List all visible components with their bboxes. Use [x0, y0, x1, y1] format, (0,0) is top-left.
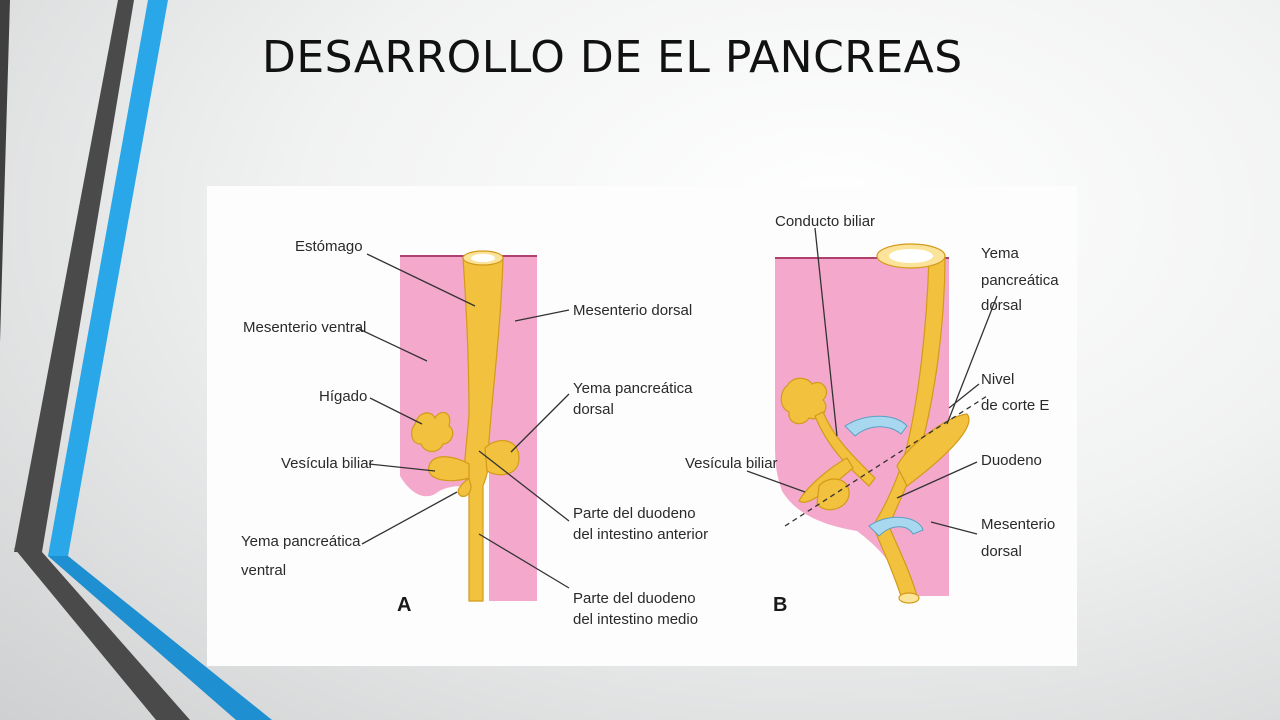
leader-vesicula-a: [368, 463, 436, 472]
dorsal-bud-b: [896, 413, 970, 487]
gallbladder-a: [428, 456, 470, 482]
label-vesicula-biliar-a: Vesícula biliar: [281, 455, 374, 472]
pancreas-development-figure: Estómago Mesenterio ventral Hígado Vesíc…: [207, 186, 1077, 666]
dark-stripe-lower: [14, 548, 190, 720]
panel-letter-a: A: [397, 594, 411, 616]
ventral-bud-a: [457, 476, 472, 497]
rotation-arrow-upper: [844, 415, 908, 437]
label-yema-dorsal-a-2: dorsal: [573, 401, 614, 418]
leader-duodeno-anterior: [478, 450, 570, 522]
label-duodeno: Duodeno: [981, 452, 1042, 469]
label-nivel-2: de corte E: [981, 397, 1049, 414]
label-mesenterio-b-2: dorsal: [981, 543, 1022, 560]
leader-yema-ventral: [361, 491, 458, 545]
leader-mesenterio-dorsal-a: [514, 309, 570, 322]
anatomy-illustration: Estómago Mesenterio ventral Hígado Vesíc…: [241, 213, 1059, 628]
stomach-lumen-a: [471, 254, 495, 262]
stomach-tube-a: [462, 257, 504, 602]
stomach-lumen-b: [889, 249, 933, 263]
label-duodeno-anterior-2: del intestino anterior: [573, 526, 708, 543]
rotation-arrow-lower: [868, 516, 924, 537]
label-mesenterio-dorsal-a: Mesenterio dorsal: [573, 302, 692, 319]
panel-a: Estómago Mesenterio ventral Hígado Vesíc…: [241, 238, 708, 628]
duodenum-end-b: [898, 592, 920, 604]
dark-stripe-upper: [14, 0, 134, 552]
slide-title: DESARROLLO DE EL PANCREAS: [262, 32, 963, 83]
label-mesenterio-b-1: Mesenterio: [981, 516, 1055, 533]
leader-mesenterio-ventral: [356, 327, 428, 362]
label-estomago: Estómago: [295, 238, 363, 255]
dorsal-bud-a: [484, 440, 520, 476]
label-yema-b-3: dorsal: [981, 297, 1022, 314]
blue-stripe-upper: [48, 0, 168, 556]
label-duodeno-medio-1: Parte del duodeno: [573, 590, 696, 607]
leader-mesenterio-dorsal-b: [930, 521, 978, 535]
label-duodeno-anterior-1: Parte del duodeno: [573, 505, 696, 522]
label-yema-dorsal-a-1: Yema pancreática: [573, 380, 693, 397]
label-duodeno-medio-2: del intestino medio: [573, 611, 698, 628]
label-yema-ventral-2: ventral: [241, 562, 286, 579]
leader-duodeno-medio: [478, 533, 570, 589]
cut-level-line: [784, 395, 988, 527]
leader-nivel: [948, 383, 980, 409]
blue-stripe-lower: [48, 556, 272, 720]
leader-yema-dorsal-a: [510, 393, 570, 453]
dark-stripe: [0, 0, 10, 343]
label-mesenterio-ventral: Mesenterio ventral: [243, 319, 366, 336]
panel-b: Conducto biliar Yema pancreática dorsal …: [685, 213, 1059, 616]
leader-duodeno: [896, 461, 978, 499]
leader-vesicula-b: [746, 470, 806, 493]
leader-conducto-biliar: [814, 227, 838, 437]
label-yema-b-1: Yema: [981, 245, 1019, 262]
label-conducto-biliar: Conducto biliar: [775, 213, 875, 230]
label-higado: Hígado: [319, 388, 367, 405]
bile-duct-b: [814, 411, 876, 487]
label-vesicula-biliar-b: Vesícula biliar: [685, 455, 778, 472]
label-yema-b-2: pancreática: [981, 272, 1059, 289]
label-yema-ventral-1: Yema pancreática: [241, 533, 361, 550]
liver-bud-a: [411, 411, 454, 453]
label-nivel-1: Nivel: [981, 371, 1014, 388]
panel-letter-b: B: [773, 594, 787, 616]
leader-higado: [369, 397, 423, 425]
leader-estomago: [366, 253, 476, 307]
